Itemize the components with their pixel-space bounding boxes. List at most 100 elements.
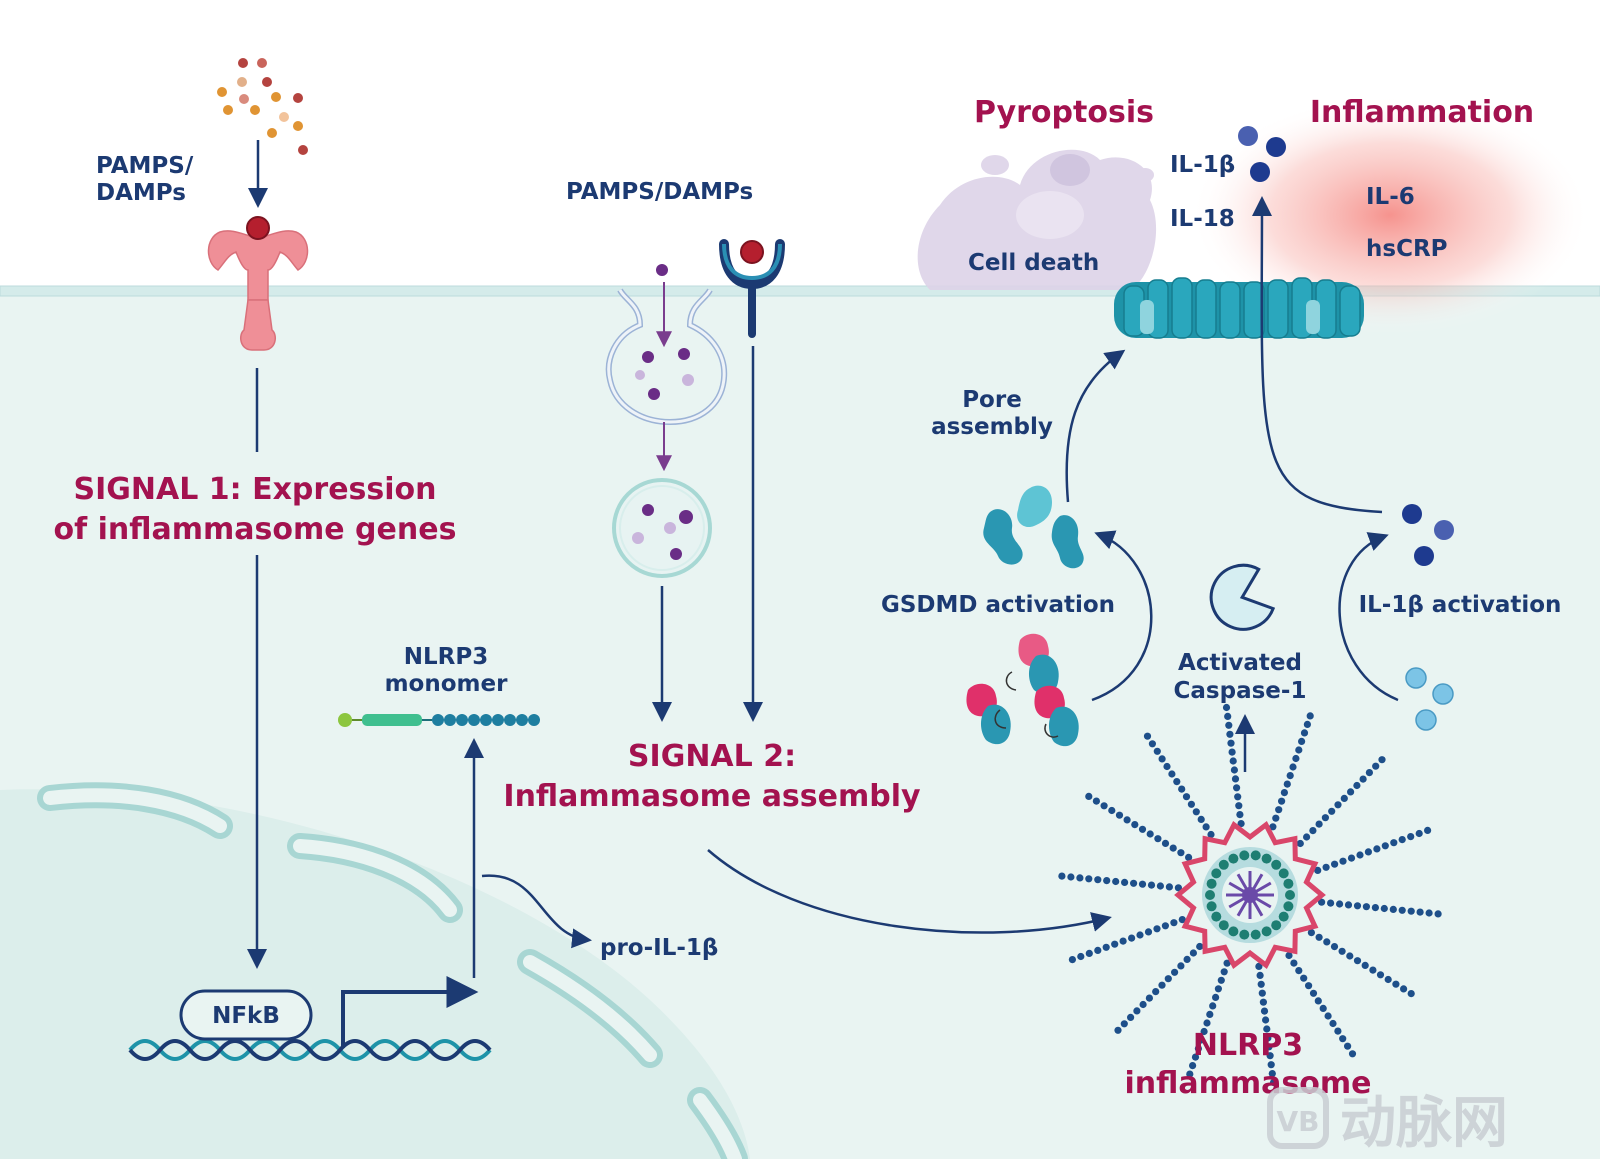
inflammasome-spoke-bead — [1209, 1002, 1217, 1010]
inflammasome-spoke-bead — [1330, 943, 1339, 951]
inflammasome-spoke-bead — [1100, 802, 1108, 810]
inflammasome-ring-bead — [1278, 911, 1289, 922]
inflammasome-spoke-bead — [1153, 747, 1161, 755]
inflammasome-spoke-bead — [1269, 823, 1277, 831]
inflammasome-spoke-bead — [1262, 1016, 1270, 1024]
inflammasome-spoke-bead — [1234, 793, 1242, 801]
inflammasome-spoke-bead — [1416, 908, 1424, 916]
label-nlrp3-monomer-1: NLRP3 — [404, 644, 488, 670]
inflammasome-spoke-bead — [1285, 951, 1293, 960]
label-nlrp3-monomer-2: monomer — [385, 671, 509, 697]
ligand-dot — [246, 216, 270, 240]
gsdmd-inactive-complexes — [966, 633, 1079, 747]
inflammasome-spoke-bead — [1182, 793, 1191, 801]
inflammasome-spoke-bead — [1286, 772, 1294, 780]
inflammasome-spoke-bead — [1161, 839, 1170, 847]
inflammasome-spoke-bead — [1148, 740, 1156, 748]
inflammasome-spoke-bead — [1127, 1013, 1135, 1021]
inflammasome-spoke-bead — [1260, 1007, 1269, 1015]
inflammasome-spoke-bead — [1322, 863, 1330, 871]
gasdermin-pore-icon — [1114, 277, 1364, 339]
inflammasome-spoke-bead — [1334, 801, 1342, 809]
inflammasome-spoke-bead — [1269, 1078, 1278, 1087]
inflammasome-spoke-bead — [1359, 775, 1367, 783]
inflammasome-ring-bead — [1285, 890, 1295, 900]
inflammasome-spoke-bead — [1152, 988, 1160, 996]
inflammasome-spoke-bead — [1347, 854, 1356, 862]
inflammasome-spoke-bead — [1225, 721, 1233, 729]
inflammasome-spoke-bead — [1329, 1019, 1337, 1028]
inflammasome-spoke-bead — [1344, 901, 1353, 909]
label-hscrp: hsCRP — [1366, 236, 1448, 262]
inflammasome-spoke-bead — [1346, 952, 1354, 960]
inflammasome-spoke-bead — [1315, 820, 1323, 828]
inflammasome-spoke-bead — [1226, 730, 1234, 738]
arrow-signal2-to-inflammasome — [707, 849, 1112, 934]
inflammasome-spoke-bead — [1121, 878, 1129, 886]
inflammasome-spoke-bead — [1133, 1007, 1141, 1015]
inflammasome-spoke-bead — [1283, 780, 1291, 788]
inflammasome-spoke-bead — [1229, 757, 1237, 765]
inflammasome-spoke-bead — [1398, 836, 1406, 844]
inflammasome-ring-bead — [1228, 926, 1239, 937]
inflammasome-spoke-bead — [1202, 823, 1210, 831]
inflammasome-spoke-bead — [1331, 860, 1339, 868]
inflammasome-spoke-bead — [1235, 802, 1243, 810]
inflammasome-spoke-bead — [1177, 962, 1185, 970]
inflammasome-spoke-bead — [1259, 998, 1267, 1006]
label-signal2-line2: Inflammasome assembly — [503, 779, 921, 814]
svg-text:VB: VB — [1276, 1105, 1319, 1138]
inflammasome-spoke-bead — [1361, 961, 1369, 969]
inflammasome-spoke-bead — [1231, 775, 1240, 783]
inflammasome-spoke-bead — [1314, 997, 1322, 1005]
inflammasome-spoke-bead — [1145, 994, 1153, 1002]
inflammasome-ring-bead — [1239, 850, 1250, 861]
inflammasome-spoke-bead — [1334, 1027, 1342, 1035]
inflammasome-spoke-bead — [1295, 746, 1303, 754]
inflammasome-spoke-bead — [1158, 755, 1166, 763]
inflammasome-spoke-bead — [1123, 816, 1131, 824]
inflammasome-ring-bead — [1218, 920, 1229, 931]
inflammasome-spoke-bead — [1424, 826, 1432, 834]
inflammasome-spoke-bead — [1128, 934, 1136, 942]
inflammasome-ring-bead — [1218, 859, 1229, 870]
inflammasome-spoke-bead — [1237, 820, 1245, 828]
inflammasome-spoke-bead — [1266, 1052, 1274, 1060]
lysosome-icon — [612, 478, 712, 578]
inflammasome-ring-bead — [1283, 878, 1294, 889]
inflammasome-spoke-bead — [1280, 789, 1288, 797]
inflammasome-spoke-bead — [1384, 975, 1392, 984]
inflammasome-spoke-bead — [1407, 907, 1415, 915]
inflammasome-spoke-bead — [1318, 898, 1326, 906]
inflammasome-spoke-bead — [1085, 875, 1093, 883]
inflammasome-spoke-bead — [1196, 942, 1204, 951]
nlrp3-inflammasome-icon — [1058, 703, 1442, 1087]
inflammasome-spoke-bead — [1139, 1000, 1147, 1009]
inflammasome-spoke-bead — [1203, 1019, 1211, 1027]
inflammasome-spoke-bead — [1189, 1062, 1197, 1070]
inflammasome-spoke-bead — [1153, 925, 1161, 933]
inflammasome-spoke-bead — [1222, 703, 1231, 712]
inflammasome-spoke-bead — [1197, 1036, 1205, 1044]
inflammasome-spoke-bead — [1169, 844, 1177, 852]
inflammasome-spoke-bead — [1268, 1070, 1276, 1078]
inflammasome-spoke-bead — [1275, 806, 1283, 814]
label-gsdmd-activation: GSDMD activation — [881, 592, 1115, 618]
inflammasome-spoke-bead — [1170, 919, 1178, 927]
inflammasome-spoke-bead — [1186, 1070, 1194, 1078]
inflammasome-spoke-bead — [1319, 1004, 1327, 1012]
inflammasome-spoke-bead — [1185, 853, 1193, 861]
caspase-1-pacman-icon — [1209, 563, 1276, 631]
inflammasome-ring-bead — [1271, 920, 1282, 931]
inflammasome-spoke-bead — [1191, 1053, 1200, 1061]
label-cell-death: Cell death — [968, 250, 1099, 276]
pyroptotic-cell-icon — [917, 149, 1157, 290]
inflammasome-ring-bead — [1211, 868, 1222, 879]
inflammasome-spoke-bead — [1389, 905, 1397, 913]
label-pore-assembly-2: assembly — [931, 414, 1053, 440]
inflammasome-spoke-bead — [1296, 839, 1304, 848]
arrow-pore-assembly — [1065, 349, 1126, 503]
label-nfkb: NFkB — [212, 1003, 280, 1029]
inflammasome-spoke-bead — [1300, 974, 1308, 982]
inflammasome-ring-bead — [1261, 853, 1272, 864]
